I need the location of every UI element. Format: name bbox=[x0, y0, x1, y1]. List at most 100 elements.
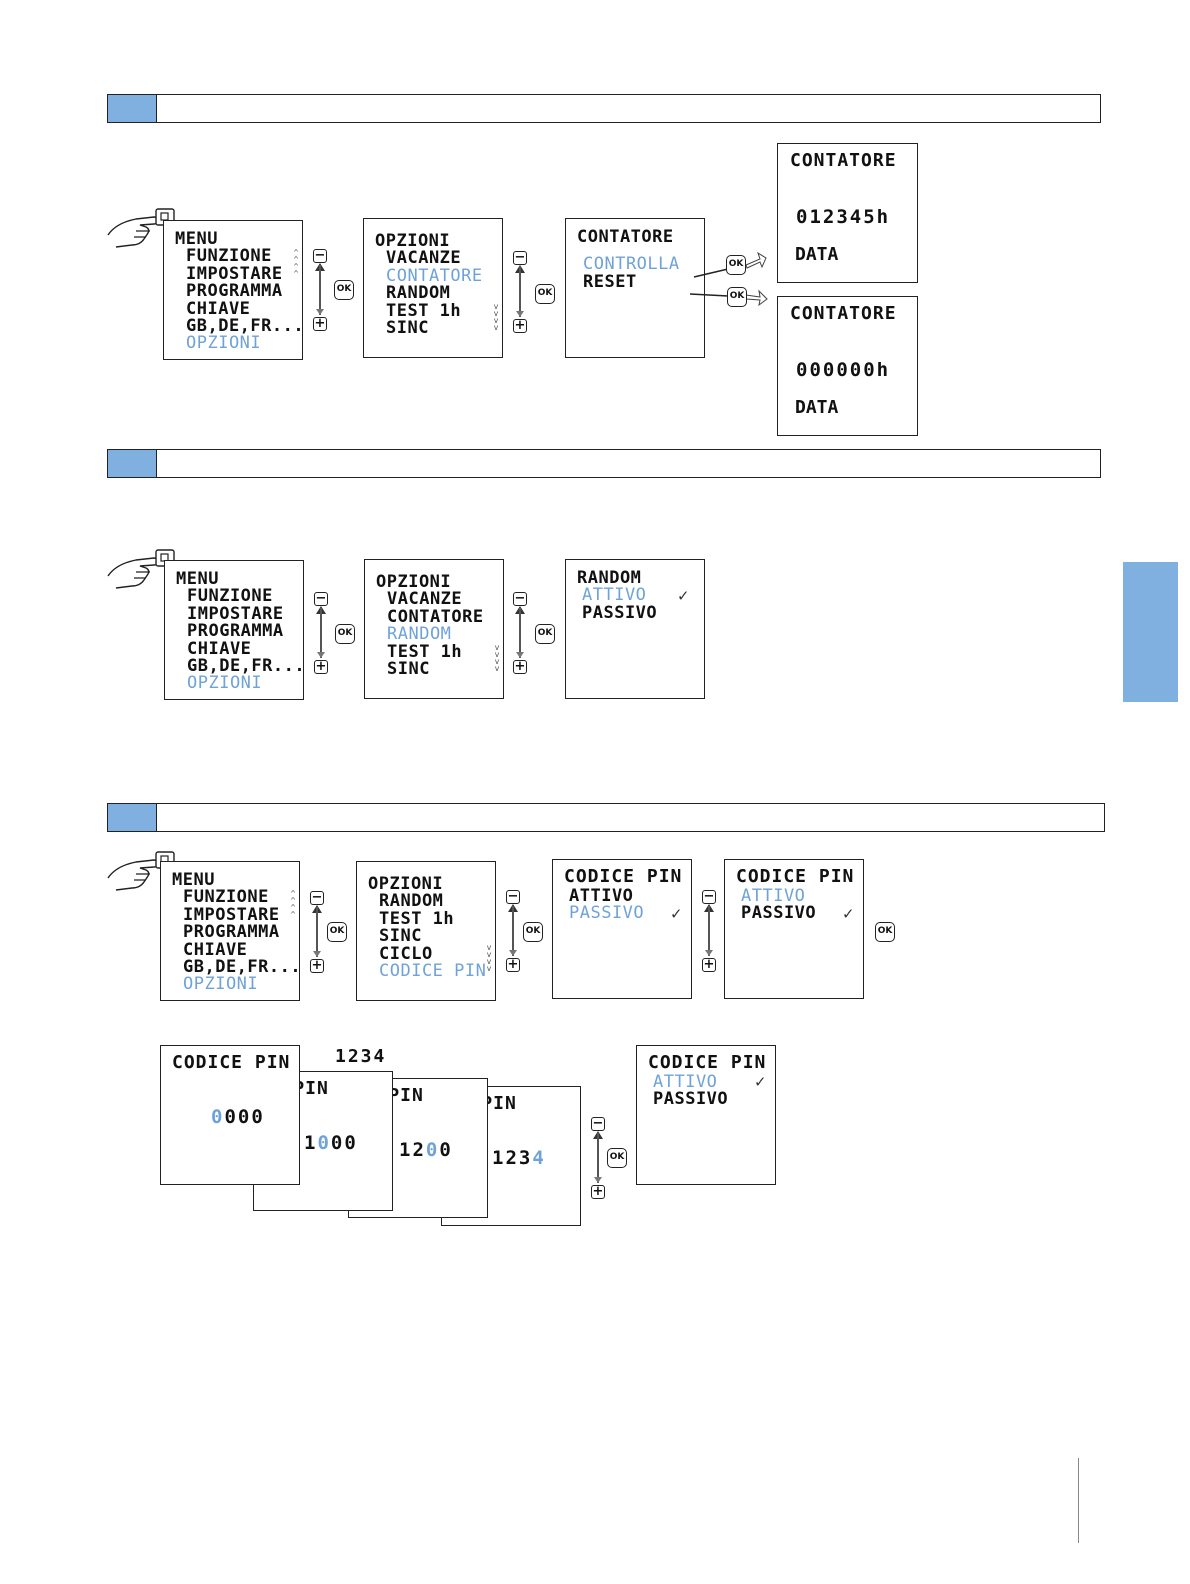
opzioni-title: OPZIONI bbox=[376, 572, 452, 592]
opzioni-item: VACANZE bbox=[387, 589, 463, 610]
minus-button-icon: − bbox=[591, 1116, 605, 1131]
ok-button-icon: OK bbox=[535, 624, 555, 644]
minus-button-icon: − bbox=[310, 890, 324, 905]
menu-title: MENU bbox=[175, 229, 218, 249]
opzioni-screen-2: OPZIONI VACANZE CONTATORE RANDOM TEST 1h… bbox=[364, 559, 504, 699]
ok-button-icon: OK bbox=[727, 287, 747, 307]
pin-screen-attivo-confirmed: CODICE PIN ATTIVO PASSIVO ✓ bbox=[636, 1045, 776, 1185]
ok-button-icon: OK bbox=[607, 1148, 627, 1168]
ok-button-icon: OK bbox=[335, 624, 355, 644]
ok-button-icon: OK bbox=[327, 922, 347, 942]
plus-button-icon: + bbox=[310, 958, 324, 973]
pin-digits: 1234 bbox=[492, 1147, 546, 1169]
up-down-nav-icon: − + bbox=[312, 592, 332, 674]
contatore-title: CONTATORE bbox=[790, 150, 897, 171]
check-icon: ✓ bbox=[843, 904, 854, 924]
contatore-value: 000000h bbox=[796, 359, 891, 381]
pin-title: CODICE PIN bbox=[648, 1052, 767, 1073]
section-tab-1 bbox=[108, 95, 157, 122]
menu-item: IMPOSTARE bbox=[187, 603, 284, 624]
menu-item: IMPOSTARE bbox=[186, 263, 283, 284]
plus-button-icon: + bbox=[513, 659, 527, 674]
opzioni-item-selected: CONTATORE bbox=[386, 265, 483, 286]
check-icon: ✓ bbox=[755, 1072, 766, 1092]
opzioni-item: SINC bbox=[386, 317, 429, 338]
opzioni-item-selected: CODICE PIN bbox=[379, 960, 487, 981]
minus-button-icon: − bbox=[506, 889, 520, 904]
plus-button-icon: + bbox=[313, 316, 327, 331]
pin-item: ATTIVO bbox=[569, 886, 634, 906]
section-bar-3 bbox=[107, 803, 1105, 832]
menu-item: PROGRAMMA bbox=[183, 922, 280, 943]
check-icon: ✓ bbox=[671, 904, 682, 924]
scroll-up-arrows-icon: ^^^^ bbox=[290, 889, 296, 919]
contatore-value: 012345h bbox=[796, 206, 891, 228]
plus-button-icon: + bbox=[506, 957, 520, 972]
pin-entry-screen-1: CODICE PIN 0000 bbox=[160, 1045, 300, 1185]
contatore-data-label: DATA bbox=[795, 244, 839, 265]
opzioni-item: TEST 1h bbox=[379, 908, 455, 929]
opzioni-item: CICLO bbox=[379, 943, 433, 964]
plus-button-icon: + bbox=[314, 659, 328, 674]
menu-item-selected: OPZIONI bbox=[186, 333, 262, 354]
pin-screen-attivo-select: CODICE PIN ATTIVO PASSIVO ✓ bbox=[724, 859, 864, 999]
up-down-nav-icon: − + bbox=[504, 890, 524, 972]
chapter-side-tab bbox=[1123, 562, 1178, 702]
check-icon: ✓ bbox=[678, 586, 689, 606]
contatore-controlla-screen: CONTATORE 012345h DATA bbox=[777, 143, 918, 283]
up-down-nav-icon: − + bbox=[311, 249, 331, 331]
pin-item-selected: ATTIVO bbox=[741, 886, 806, 906]
random-title: RANDOM bbox=[577, 568, 642, 588]
ok-button-icon: OK bbox=[875, 922, 895, 942]
opzioni-item: RANDOM bbox=[379, 891, 444, 912]
minus-button-icon: − bbox=[702, 889, 716, 904]
pin-item: PASSIVO bbox=[741, 903, 817, 924]
opzioni-item: CONTATORE bbox=[387, 606, 484, 627]
menu-screen-1: MENU FUNZIONE IMPOSTARE PROGRAMMA CHIAVE… bbox=[163, 220, 303, 360]
random-item: PASSIVO bbox=[582, 602, 658, 623]
opzioni-title: OPZIONI bbox=[368, 874, 444, 894]
footer-rule bbox=[1078, 1458, 1079, 1543]
contatore-menu-screen: CONTATORE CONTROLLA RESET bbox=[565, 218, 705, 358]
pin-title: CODICE PIN bbox=[736, 866, 855, 887]
menu-item: FUNZIONE bbox=[187, 586, 273, 607]
menu-screen-2: MENU FUNZIONE IMPOSTARE PROGRAMMA CHIAVE… bbox=[164, 560, 304, 700]
up-down-nav-icon: − + bbox=[589, 1117, 609, 1199]
menu-item: FUNZIONE bbox=[186, 246, 272, 267]
menu-item: CHIAVE bbox=[183, 939, 248, 960]
pin-digits: 1000 bbox=[304, 1132, 358, 1154]
menu-title: MENU bbox=[176, 569, 219, 589]
ok-button-icon: OK bbox=[523, 922, 543, 942]
plus-button-icon: + bbox=[702, 957, 716, 972]
contatore-item: RESET bbox=[583, 271, 637, 292]
section-bar-2 bbox=[107, 449, 1101, 478]
menu-title: MENU bbox=[172, 870, 215, 890]
contatore-title: CONTATORE bbox=[577, 227, 674, 247]
menu-item: GB,DE,FR.... bbox=[187, 655, 304, 676]
contatore-data-label: DATA bbox=[795, 397, 839, 418]
opzioni-item-selected: RANDOM bbox=[387, 624, 452, 645]
opzioni-item: TEST 1h bbox=[386, 300, 462, 321]
opzioni-item: VACANZE bbox=[386, 248, 462, 269]
pin-title: CODICE PIN bbox=[564, 866, 683, 887]
pin-entered-code: 1234 bbox=[335, 1046, 387, 1067]
ok-button-icon: OK bbox=[726, 255, 746, 275]
contatore-item-selected: CONTROLLA bbox=[583, 254, 680, 275]
plus-button-icon: + bbox=[513, 318, 527, 333]
contatore-title: CONTATORE bbox=[790, 303, 897, 324]
opzioni-screen-1: OPZIONI VACANZE CONTATORE RANDOM TEST 1h… bbox=[363, 218, 503, 358]
pin-digits: 1200 bbox=[399, 1139, 453, 1161]
menu-item-selected: OPZIONI bbox=[187, 673, 263, 694]
pin-screen-passivo: CODICE PIN ATTIVO PASSIVO ✓ bbox=[552, 859, 692, 999]
opzioni-screen-3: OPZIONI RANDOM TEST 1h SINC CICLO CODICE… bbox=[356, 861, 496, 1001]
up-down-nav-icon: − + bbox=[511, 592, 531, 674]
pin-digits: 0000 bbox=[211, 1106, 265, 1128]
menu-item: FUNZIONE bbox=[183, 887, 269, 908]
random-screen: RANDOM ATTIVO PASSIVO ✓ bbox=[565, 559, 705, 699]
minus-button-icon: − bbox=[314, 591, 328, 606]
random-item-selected: ATTIVO bbox=[582, 585, 647, 606]
up-down-nav-icon: − + bbox=[511, 251, 531, 333]
ok-button-icon: OK bbox=[334, 280, 354, 300]
